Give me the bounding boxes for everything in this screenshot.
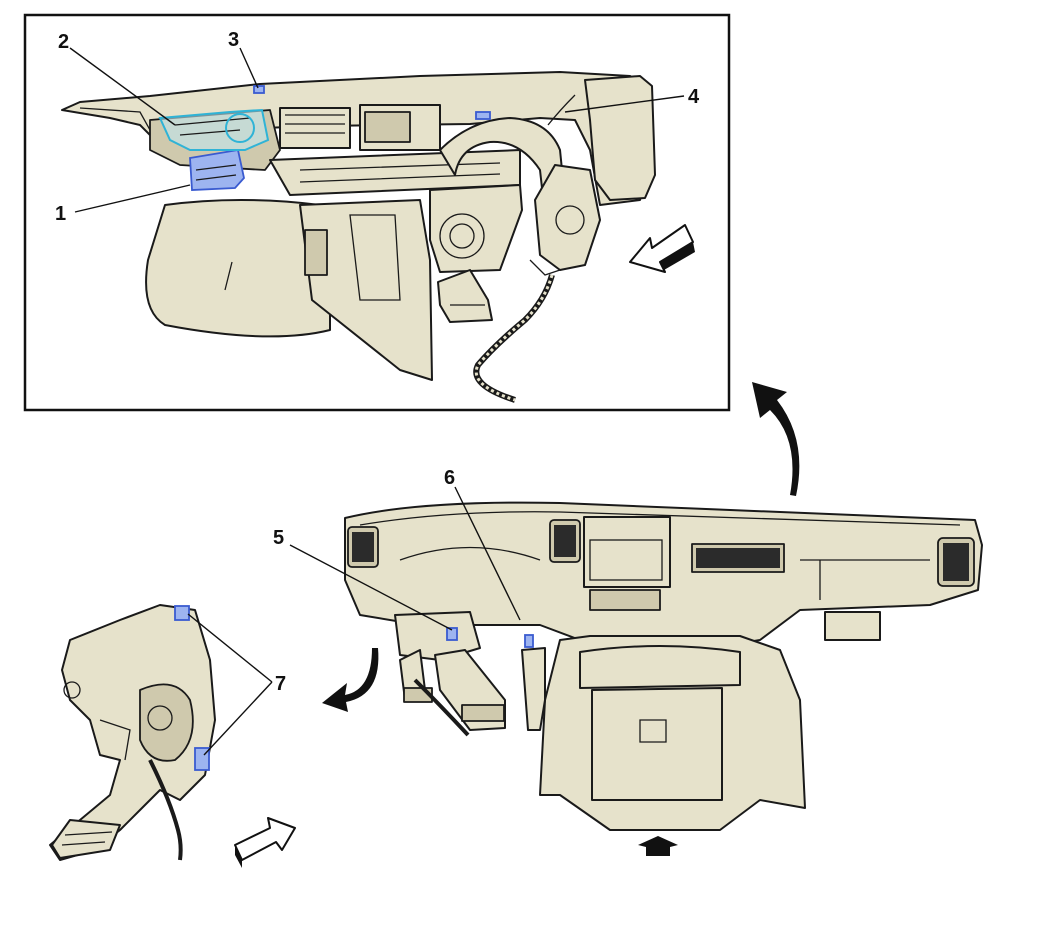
callout-3: 3 [228, 29, 239, 51]
view-direction-arrow-bottom-icon [234, 817, 296, 868]
component-1-module [189, 148, 245, 191]
view-direction-arrow-icon [629, 224, 695, 273]
center-air-vents [691, 543, 785, 573]
callout-4: 4 [688, 86, 700, 108]
callout-6: 6 [444, 467, 455, 489]
left-air-vent [347, 526, 379, 568]
curved-pointer-arrow-small-icon [322, 648, 379, 712]
instrument-panel-overview: 5 6 [273, 467, 983, 856]
pedal-sensor-upper [174, 605, 190, 621]
callout-1: 1 [55, 203, 66, 225]
center-left-air-vent [549, 519, 581, 563]
callout-5: 5 [273, 527, 284, 549]
front-of-vehicle-icon [638, 836, 678, 856]
detail-view: 1 2 3 4 [23, 13, 731, 412]
curved-pointer-arrow-icon [752, 382, 800, 496]
callout-7: 7 [275, 673, 286, 695]
right-air-vent [937, 537, 975, 587]
component-3-connector [253, 85, 265, 94]
pedal-assembly-detail: 7 [49, 604, 296, 868]
component-2-bracket [158, 108, 270, 151]
component-4-connector [475, 111, 491, 120]
callout-2: 2 [58, 31, 69, 53]
